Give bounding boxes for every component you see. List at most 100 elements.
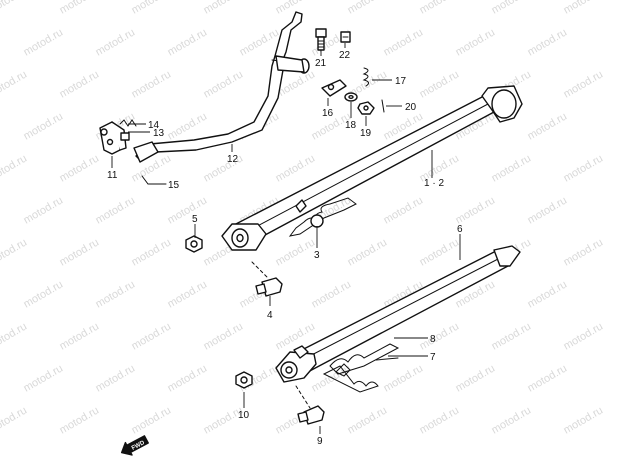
watermark-text: motod.ru xyxy=(58,0,102,17)
watermark-text: motod.ru xyxy=(418,0,462,17)
watermark-text: motod.ru xyxy=(382,362,426,394)
forward-direction-badge: FWD xyxy=(120,435,149,456)
watermark-text: motod.ru xyxy=(130,236,174,268)
watermark-text: motod.ru xyxy=(490,404,534,436)
side-stand xyxy=(221,85,523,251)
watermark-text: motod.ru xyxy=(130,404,174,436)
watermark-text: motod.ru xyxy=(454,362,498,394)
watermark-text: motod.ru xyxy=(22,26,66,58)
watermark-text: motod.ru xyxy=(166,278,210,310)
callout-20: 20 xyxy=(405,102,417,113)
callout-18: 18 xyxy=(345,120,357,131)
watermark-text: motod.ru xyxy=(202,152,246,184)
watermark-text: motod.ru xyxy=(22,110,66,142)
watermark-text: motod.ru xyxy=(562,0,606,17)
watermark-text: motod.ru xyxy=(526,362,570,394)
watermark-text: motod.ru xyxy=(562,152,606,184)
callout-5: 5 xyxy=(192,214,198,225)
joint-spring xyxy=(119,119,137,127)
watermark-text: motod.ru xyxy=(346,0,390,17)
watermark-text: motod.ru xyxy=(0,320,29,352)
leader-lines xyxy=(111,43,461,434)
watermark-text: motod.ru xyxy=(58,152,102,184)
pivot-nut xyxy=(340,31,351,43)
watermark-text: motod.ru xyxy=(58,404,102,436)
watermark-text: motod.ru xyxy=(166,26,210,58)
callout-14: 14 xyxy=(148,120,160,131)
watermark-text: motod.ru xyxy=(274,236,318,268)
callout-15: 15 xyxy=(168,180,180,191)
washer-18 xyxy=(344,92,358,102)
watermark-text: motod.ru xyxy=(0,152,29,184)
nut-10 xyxy=(235,371,253,389)
callout-labels: 1 · 2 3 4 5 6 7 8 9 10 11 12 13 14 15 16… xyxy=(107,50,463,447)
watermark-text: motod.ru xyxy=(382,194,426,226)
callout-12: 12 xyxy=(227,154,239,165)
callout-3: 3 xyxy=(314,250,320,261)
callout-16: 16 xyxy=(322,108,334,119)
watermark-text: motod.ru xyxy=(94,26,138,58)
callout-9: 9 xyxy=(317,436,323,447)
watermark-text: motod.ru xyxy=(22,362,66,394)
watermark-text: motod.ru xyxy=(346,404,390,436)
watermark-text: motod.ru xyxy=(22,278,66,310)
watermark-text: motod.ru xyxy=(562,236,606,268)
watermark-text: motod.ru xyxy=(310,278,354,310)
watermark-text: motod.ru xyxy=(0,236,29,268)
watermark-text: motod.ru xyxy=(202,320,246,352)
watermark-text: motod.ru xyxy=(22,194,66,226)
watermark-text: motod.ru xyxy=(562,320,606,352)
watermark-text: motod.ru xyxy=(238,26,282,58)
watermark-text: motod.ru xyxy=(562,68,606,100)
watermark-text: motod.ru xyxy=(418,68,462,100)
callout-13: 13 xyxy=(153,128,165,139)
watermark-text: motod.ru xyxy=(346,236,390,268)
watermark-text: motod.ru xyxy=(562,404,606,436)
callout-8: 8 xyxy=(430,334,436,345)
watermark-text: motod.ru xyxy=(490,320,534,352)
watermark-text: motod.ru xyxy=(418,320,462,352)
callout-19: 19 xyxy=(360,128,372,139)
watermark-text: motod.ru xyxy=(130,68,174,100)
pedal-plate xyxy=(321,79,347,97)
pivot-bolt xyxy=(315,28,327,51)
watermark-text: motod.ru xyxy=(130,0,174,17)
watermark-text: motod.ru xyxy=(490,0,534,17)
callout-4: 4 xyxy=(267,310,273,321)
watermark-text: motod.ru xyxy=(526,110,570,142)
watermark-text: motod.ru xyxy=(166,362,210,394)
callout-1-2: 1 · 2 xyxy=(424,178,444,189)
watermark-text: motod.ru xyxy=(0,404,29,436)
watermark-text: motod.ru xyxy=(58,68,102,100)
callout-22: 22 xyxy=(339,50,351,61)
callout-17: 17 xyxy=(395,76,407,87)
watermark-text: motod.ru xyxy=(130,152,174,184)
watermark-text: motod.ru xyxy=(274,152,318,184)
center-stand xyxy=(275,245,521,383)
rod-joint xyxy=(99,121,127,155)
callout-10: 10 xyxy=(238,410,250,421)
center-stand-spring-7 xyxy=(322,357,399,393)
watermark-text: motod.ru xyxy=(382,26,426,58)
watermark-text: motod.ru xyxy=(58,320,102,352)
watermark-text: motod.ru xyxy=(202,0,246,17)
cotter-pin-15 xyxy=(141,175,167,185)
watermark-text: motod.ru xyxy=(418,236,462,268)
watermark-text: motod.ru xyxy=(0,0,29,17)
watermark-text: motod.ru xyxy=(94,278,138,310)
watermark-text: motod.ru xyxy=(454,26,498,58)
pin-20 xyxy=(381,99,385,113)
watermark-text: motod.ru xyxy=(526,26,570,58)
joint-pin xyxy=(120,132,130,141)
castle-nut xyxy=(357,101,375,115)
brake-pedal-arm xyxy=(133,11,310,163)
watermark-text: motod.ru xyxy=(418,404,462,436)
callout-11: 11 xyxy=(107,170,118,181)
watermark-text: motod.ru xyxy=(166,194,210,226)
return-spring-17 xyxy=(362,67,370,87)
watermark-text: motod.ru xyxy=(526,194,570,226)
watermark-text: motod.ru xyxy=(130,320,174,352)
watermark-text: motod.ru xyxy=(454,194,498,226)
watermark-text: motod.ru xyxy=(526,278,570,310)
